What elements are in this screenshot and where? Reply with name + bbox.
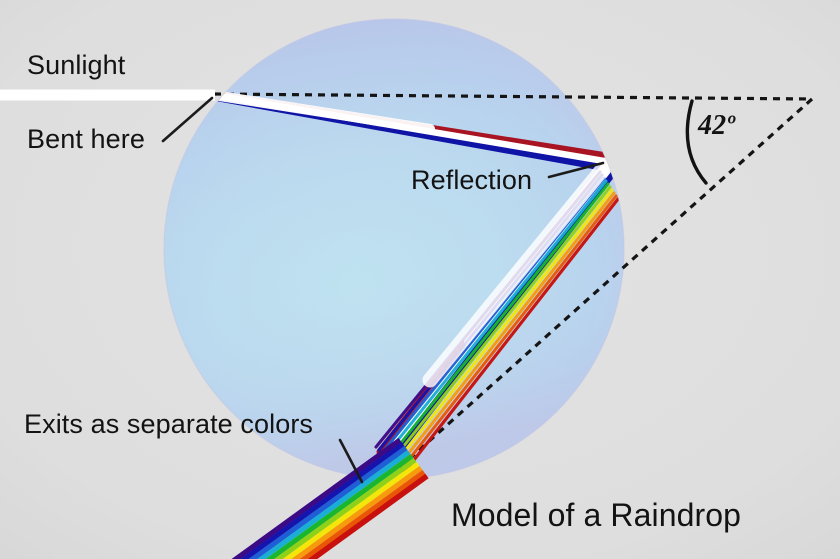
label-reflection: Reflection: [411, 165, 533, 195]
exits-leader: [338, 438, 364, 484]
bent-here-leader: [161, 96, 214, 143]
label-exits-as-separate-colors: Exits as separate colors: [24, 409, 314, 439]
leader-lines: [161, 96, 605, 484]
angle-construction-lines: [213, 92, 814, 470]
diagonal-dashed-line: [397, 97, 814, 470]
refracted-entry-ray: [208, 90, 618, 173]
horizontal-dashed-line: [213, 92, 813, 101]
raindrop-sphere: [163, 18, 625, 480]
internal-dispersion-band: [374, 157, 620, 476]
figure-title: Model of a Raindrop: [451, 497, 742, 533]
label-bent-here: Bent here: [27, 124, 145, 154]
reflection-leader: [547, 161, 605, 179]
label-sunlight: Sunlight: [27, 50, 126, 80]
internal-ray-paths: [208, 90, 622, 476]
exiting-rainbow-beam: [231, 437, 429, 559]
angle-arc: [685, 99, 708, 185]
label-angle-42-degrees: 42º: [698, 110, 735, 141]
